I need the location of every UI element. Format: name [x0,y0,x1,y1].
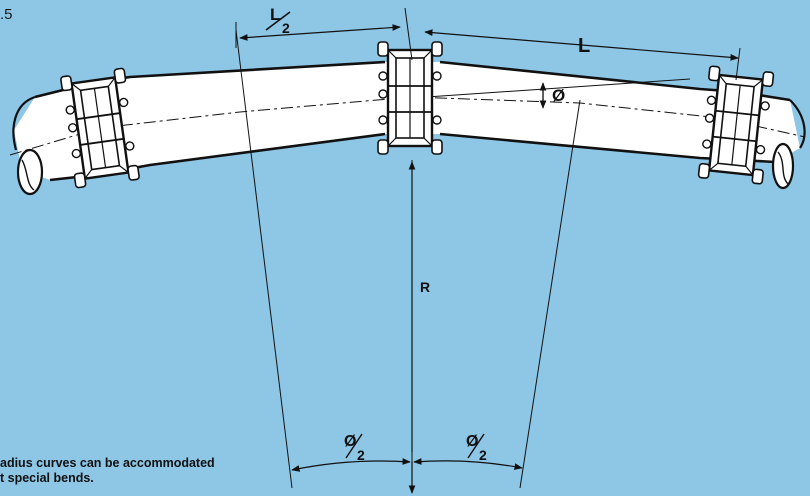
figure-number: .5 [0,6,13,23]
caption: adius curves can be accommodated t speci… [0,456,300,486]
half-length-label-num: L [270,5,280,24]
center-lines [9,78,806,156]
half-angle-right-den: 2 [479,447,487,463]
angle-label: Ø [552,86,565,105]
coupling-center [376,40,444,156]
caption-line-1: adius curves can be accommodated [0,456,215,470]
half-length-label-den: 2 [282,20,290,36]
caption-line-2: t special bends. [0,471,94,485]
half-length-dimension [235,7,413,61]
length-dimension [424,29,741,81]
half-angle-right-num: Ø [466,433,478,450]
length-label: L [578,35,590,57]
half-angle-arcs [291,458,523,472]
radius-label: R [420,279,430,295]
half-angle-left-den: 2 [357,447,365,463]
half-angle-left-num: Ø [344,433,356,450]
